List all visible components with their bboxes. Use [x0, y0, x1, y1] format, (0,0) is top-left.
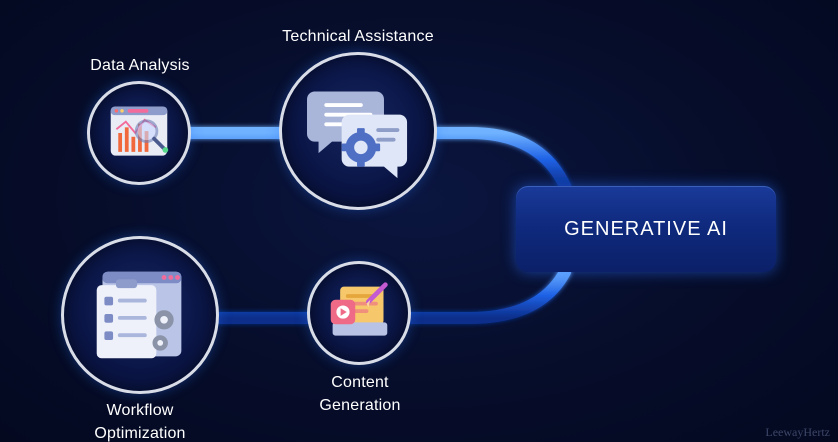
technical-assistance-label: Technical Assistance [282, 28, 434, 45]
top-connector [164, 127, 571, 192]
data-analysis-chart-icon [110, 106, 169, 156]
data-analysis-node [87, 81, 191, 185]
chat-gear-icon [307, 91, 408, 179]
technical-assistance-node [279, 52, 437, 210]
workflow-optimization-label: Workflow Optimization [94, 402, 186, 442]
content-generation-label: Content Generation [319, 374, 401, 414]
bottom-connector [194, 266, 571, 324]
generative-ai-box: GENERATIVE AI [516, 186, 776, 272]
data-analysis-label: Data Analysis [90, 57, 190, 74]
content-generation-node [307, 261, 411, 365]
content-editor-icon [330, 282, 388, 336]
workflow-optimization-node [61, 236, 219, 394]
watermark: LeewayHertz [765, 425, 830, 439]
checklist-gears-icon [96, 271, 182, 359]
